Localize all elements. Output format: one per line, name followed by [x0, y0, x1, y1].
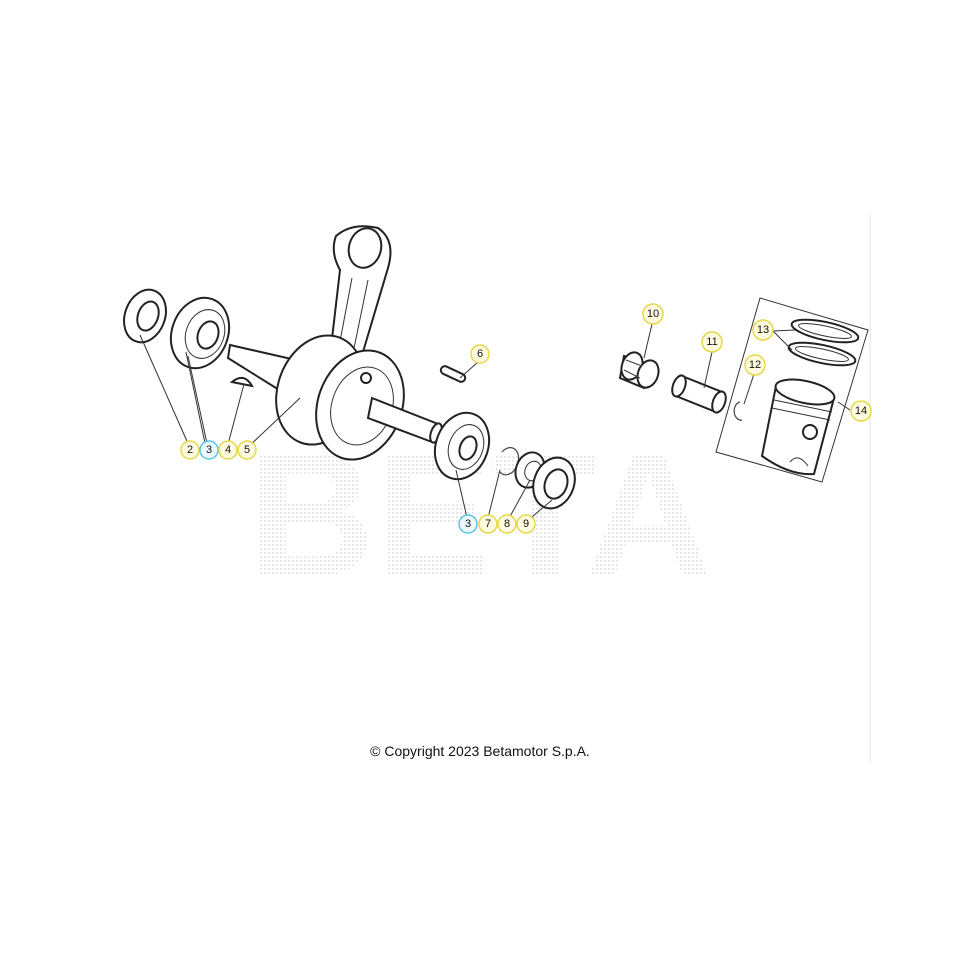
callout-5[interactable]: 5: [237, 440, 257, 460]
svg-text:12: 12: [749, 359, 761, 371]
needle-bearing: [618, 351, 660, 390]
piston-circlip: [733, 401, 743, 421]
svg-text:2: 2: [187, 444, 193, 456]
small-key: [439, 365, 467, 383]
callout-6[interactable]: 6: [470, 344, 490, 364]
copyright-notice: © Copyright 2023 Betamotor S.p.A.: [370, 743, 590, 759]
callout-4[interactable]: 4: [218, 440, 238, 460]
svg-text:13: 13: [757, 324, 769, 336]
callout-2[interactable]: 2: [180, 440, 200, 460]
main-bearing-left: [169, 296, 231, 370]
svg-text:3: 3: [465, 518, 471, 530]
oil-seal-left: [123, 288, 167, 344]
callout-12[interactable]: 12: [744, 354, 766, 376]
woodruff-key: [229, 376, 254, 388]
main-bearing-right: [433, 411, 491, 481]
oil-seal-right: [532, 456, 576, 510]
crankshaft-assembly: [226, 225, 443, 461]
svg-text:6: 6: [477, 348, 483, 360]
svg-text:4: 4: [225, 444, 231, 456]
svg-text:14: 14: [855, 405, 867, 417]
svg-text:7: 7: [485, 518, 491, 530]
callout-9[interactable]: 9: [516, 514, 536, 534]
svg-text:10: 10: [647, 308, 659, 320]
callout-3b[interactable]: 3: [458, 514, 478, 534]
leader-lines: [139, 323, 851, 523]
callout-10[interactable]: 10: [642, 303, 664, 325]
svg-text:11: 11: [706, 336, 717, 348]
svg-text:9: 9: [523, 518, 529, 530]
callout-11[interactable]: 11: [701, 331, 723, 353]
svg-text:5: 5: [244, 444, 250, 456]
svg-text:8: 8: [504, 518, 510, 530]
piston-pin: [671, 374, 727, 414]
piston-group: [715, 297, 869, 483]
svg-text:3: 3: [206, 444, 212, 456]
callout-3[interactable]: 3: [199, 440, 219, 460]
callout-8[interactable]: 8: [497, 514, 517, 534]
callout-14[interactable]: 14: [850, 400, 872, 422]
callout-13[interactable]: 13: [752, 319, 774, 341]
callout-7[interactable]: 7: [478, 514, 498, 534]
